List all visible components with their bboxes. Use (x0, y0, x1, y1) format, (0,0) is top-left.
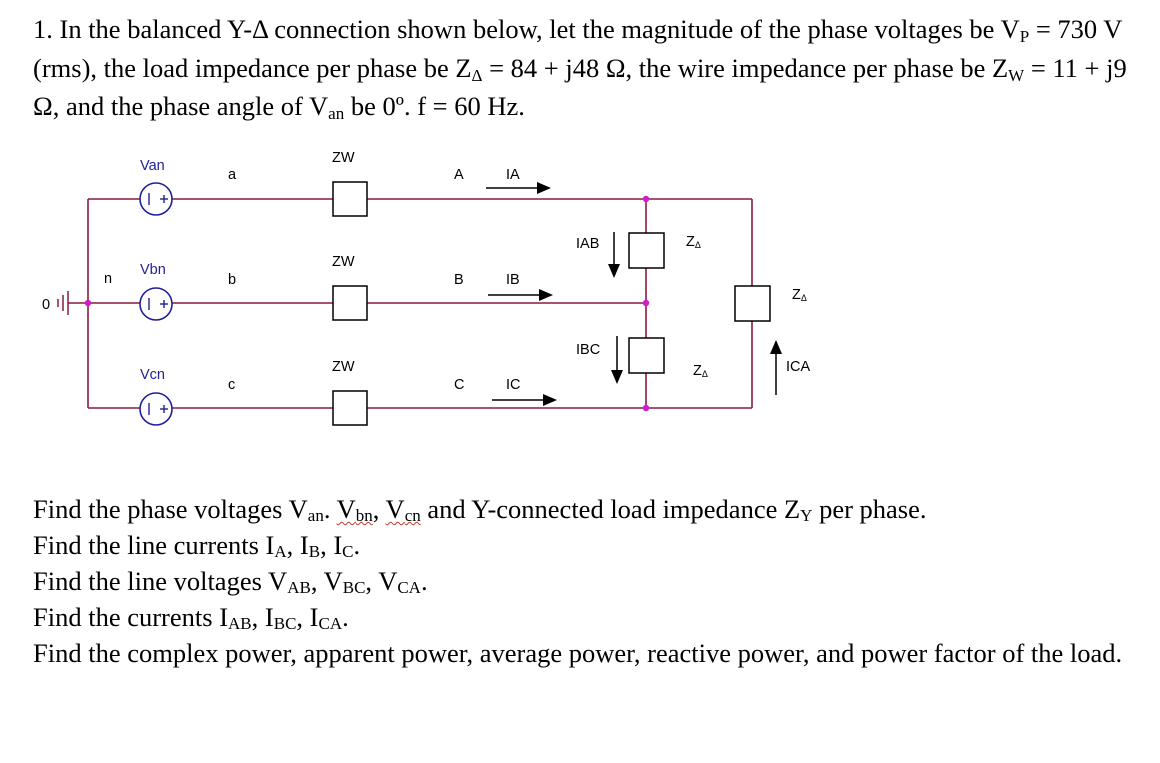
source-label-van: Van (140, 158, 165, 174)
current-label-iab: IAB (576, 236, 599, 252)
question-3: Find the line voltages VAB, VBC, VCA. (33, 566, 428, 597)
node-label-A: A (454, 167, 464, 183)
arrow-up-icon (770, 340, 782, 395)
problem-statement: 1. In the balanced Y-Δ connection shown … (33, 12, 1133, 128)
question-2: Find the line currents IA, IB, IC. (33, 530, 361, 561)
arrow-right-icon (486, 182, 551, 194)
delta-impedance-label: ZΔ (686, 234, 701, 250)
problem-text: 1. In the balanced Y-Δ connection shown … (33, 14, 1020, 44)
arrow-right-icon (488, 289, 553, 301)
source-label-vbn: Vbn (140, 262, 166, 278)
delta-load-bc (628, 337, 665, 374)
node-label-b: b (228, 272, 236, 288)
question-list: Find the phase voltages Van. Vbn, Vcn an… (33, 493, 1133, 669)
ground-label: 0 (42, 297, 50, 313)
problem-text: = 11 + j9 Ω, and the phase angle of V (33, 52, 1127, 122)
problem-text: = 730 V (rms), the load impedance per ph… (33, 14, 1122, 83)
source-label-vcn: Vcn (140, 367, 165, 383)
delta-impedance-label: ZΔ (792, 287, 807, 303)
current-label-ic: IC (506, 377, 521, 393)
question-4: Find the currents IAB, IBC, ICA. (33, 602, 349, 633)
subscript: an (328, 104, 345, 123)
subscript: P (1019, 27, 1030, 46)
subscript: W (1008, 65, 1025, 85)
wire-impedance-label-c: ZW (332, 359, 355, 375)
wire-impedance-b (332, 285, 368, 321)
delta-impedance-label: ZΔ (693, 363, 708, 379)
node-label-c: c (228, 377, 235, 393)
spellcheck-underline: Vcn (385, 494, 421, 525)
current-label-ia: IA (506, 167, 520, 183)
delta-load-ab (628, 232, 665, 269)
question-5: Find the complex power, apparent power, … (33, 638, 1123, 668)
problem-text: = 84 + j48 Ω, the wire impedance per pha… (482, 52, 1009, 83)
node-label-B: B (454, 272, 464, 288)
arrow-right-icon (492, 394, 557, 406)
problem-text: be 0º. f = 60 Hz. (344, 91, 525, 121)
ground-symbol (57, 291, 69, 315)
wire-impedance-label-a: ZW (332, 150, 355, 166)
wires (68, 198, 753, 409)
neutral-label: n (104, 271, 112, 287)
subscript: Δ (471, 65, 483, 85)
junction-dot (84, 299, 92, 307)
arrow-down-icon (608, 232, 620, 278)
current-label-ib: IB (506, 272, 520, 288)
wire-impedance-a (332, 181, 368, 217)
wire-impedance-label-b: ZW (332, 254, 355, 270)
current-label-ica: ICA (786, 359, 811, 375)
voltage-source-van (139, 182, 173, 216)
junction-dot (642, 195, 650, 203)
delta-load-ca (734, 285, 771, 322)
junction-dot (642, 299, 650, 307)
current-label-ibc: IBC (576, 342, 600, 358)
node-label-a: a (228, 167, 237, 183)
wire-impedance-c (332, 390, 368, 426)
junction-dot (642, 404, 650, 412)
spellcheck-underline: Vbn (336, 494, 373, 525)
node-label-C: C (454, 377, 464, 393)
arrow-down-icon (611, 336, 623, 384)
voltage-source-vbn (139, 287, 173, 321)
question-1: Find the phase voltages Van. Vbn, Vcn an… (33, 494, 927, 525)
voltage-source-vcn (139, 392, 173, 426)
